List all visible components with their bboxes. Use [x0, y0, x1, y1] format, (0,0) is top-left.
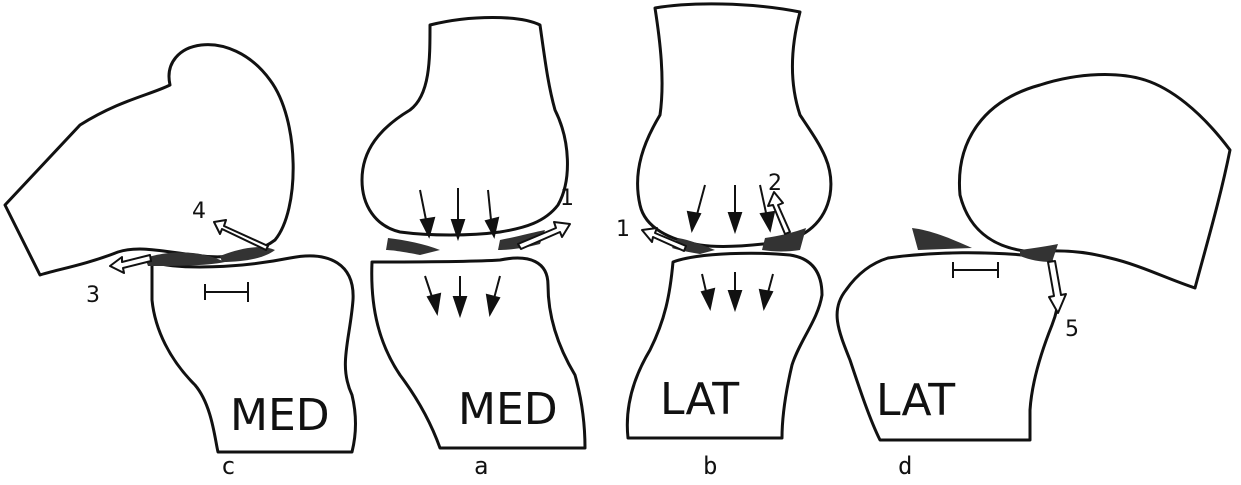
panel-caption: d [898, 452, 912, 480]
region-label: MED [458, 384, 558, 435]
femur-outline [362, 18, 567, 236]
panel-caption: c [221, 452, 235, 480]
movement-arrow [110, 255, 151, 273]
arrow-number-2: 2 [768, 171, 782, 196]
panel-d: 5 LAT d [837, 75, 1230, 480]
region-label: LAT [876, 375, 955, 426]
panel-caption: a [474, 452, 488, 480]
arrow-number-1: 1 [560, 186, 574, 211]
panel-b: 1 2 LAT b [616, 4, 831, 480]
arrow-number-5: 5 [1065, 317, 1079, 342]
cartilage-shading [386, 238, 440, 255]
panel-c: 4 3 MED c [5, 45, 355, 480]
region-label: MED [230, 390, 330, 441]
panel-a: 1 MED a [362, 18, 585, 481]
region-label: LAT [660, 374, 739, 425]
arrow-number-4: 4 [192, 199, 206, 224]
cartilage-shading [912, 228, 972, 250]
arrow-number-1: 1 [616, 217, 630, 242]
panel-caption: b [703, 452, 717, 480]
arrow-number-3: 3 [86, 283, 100, 308]
